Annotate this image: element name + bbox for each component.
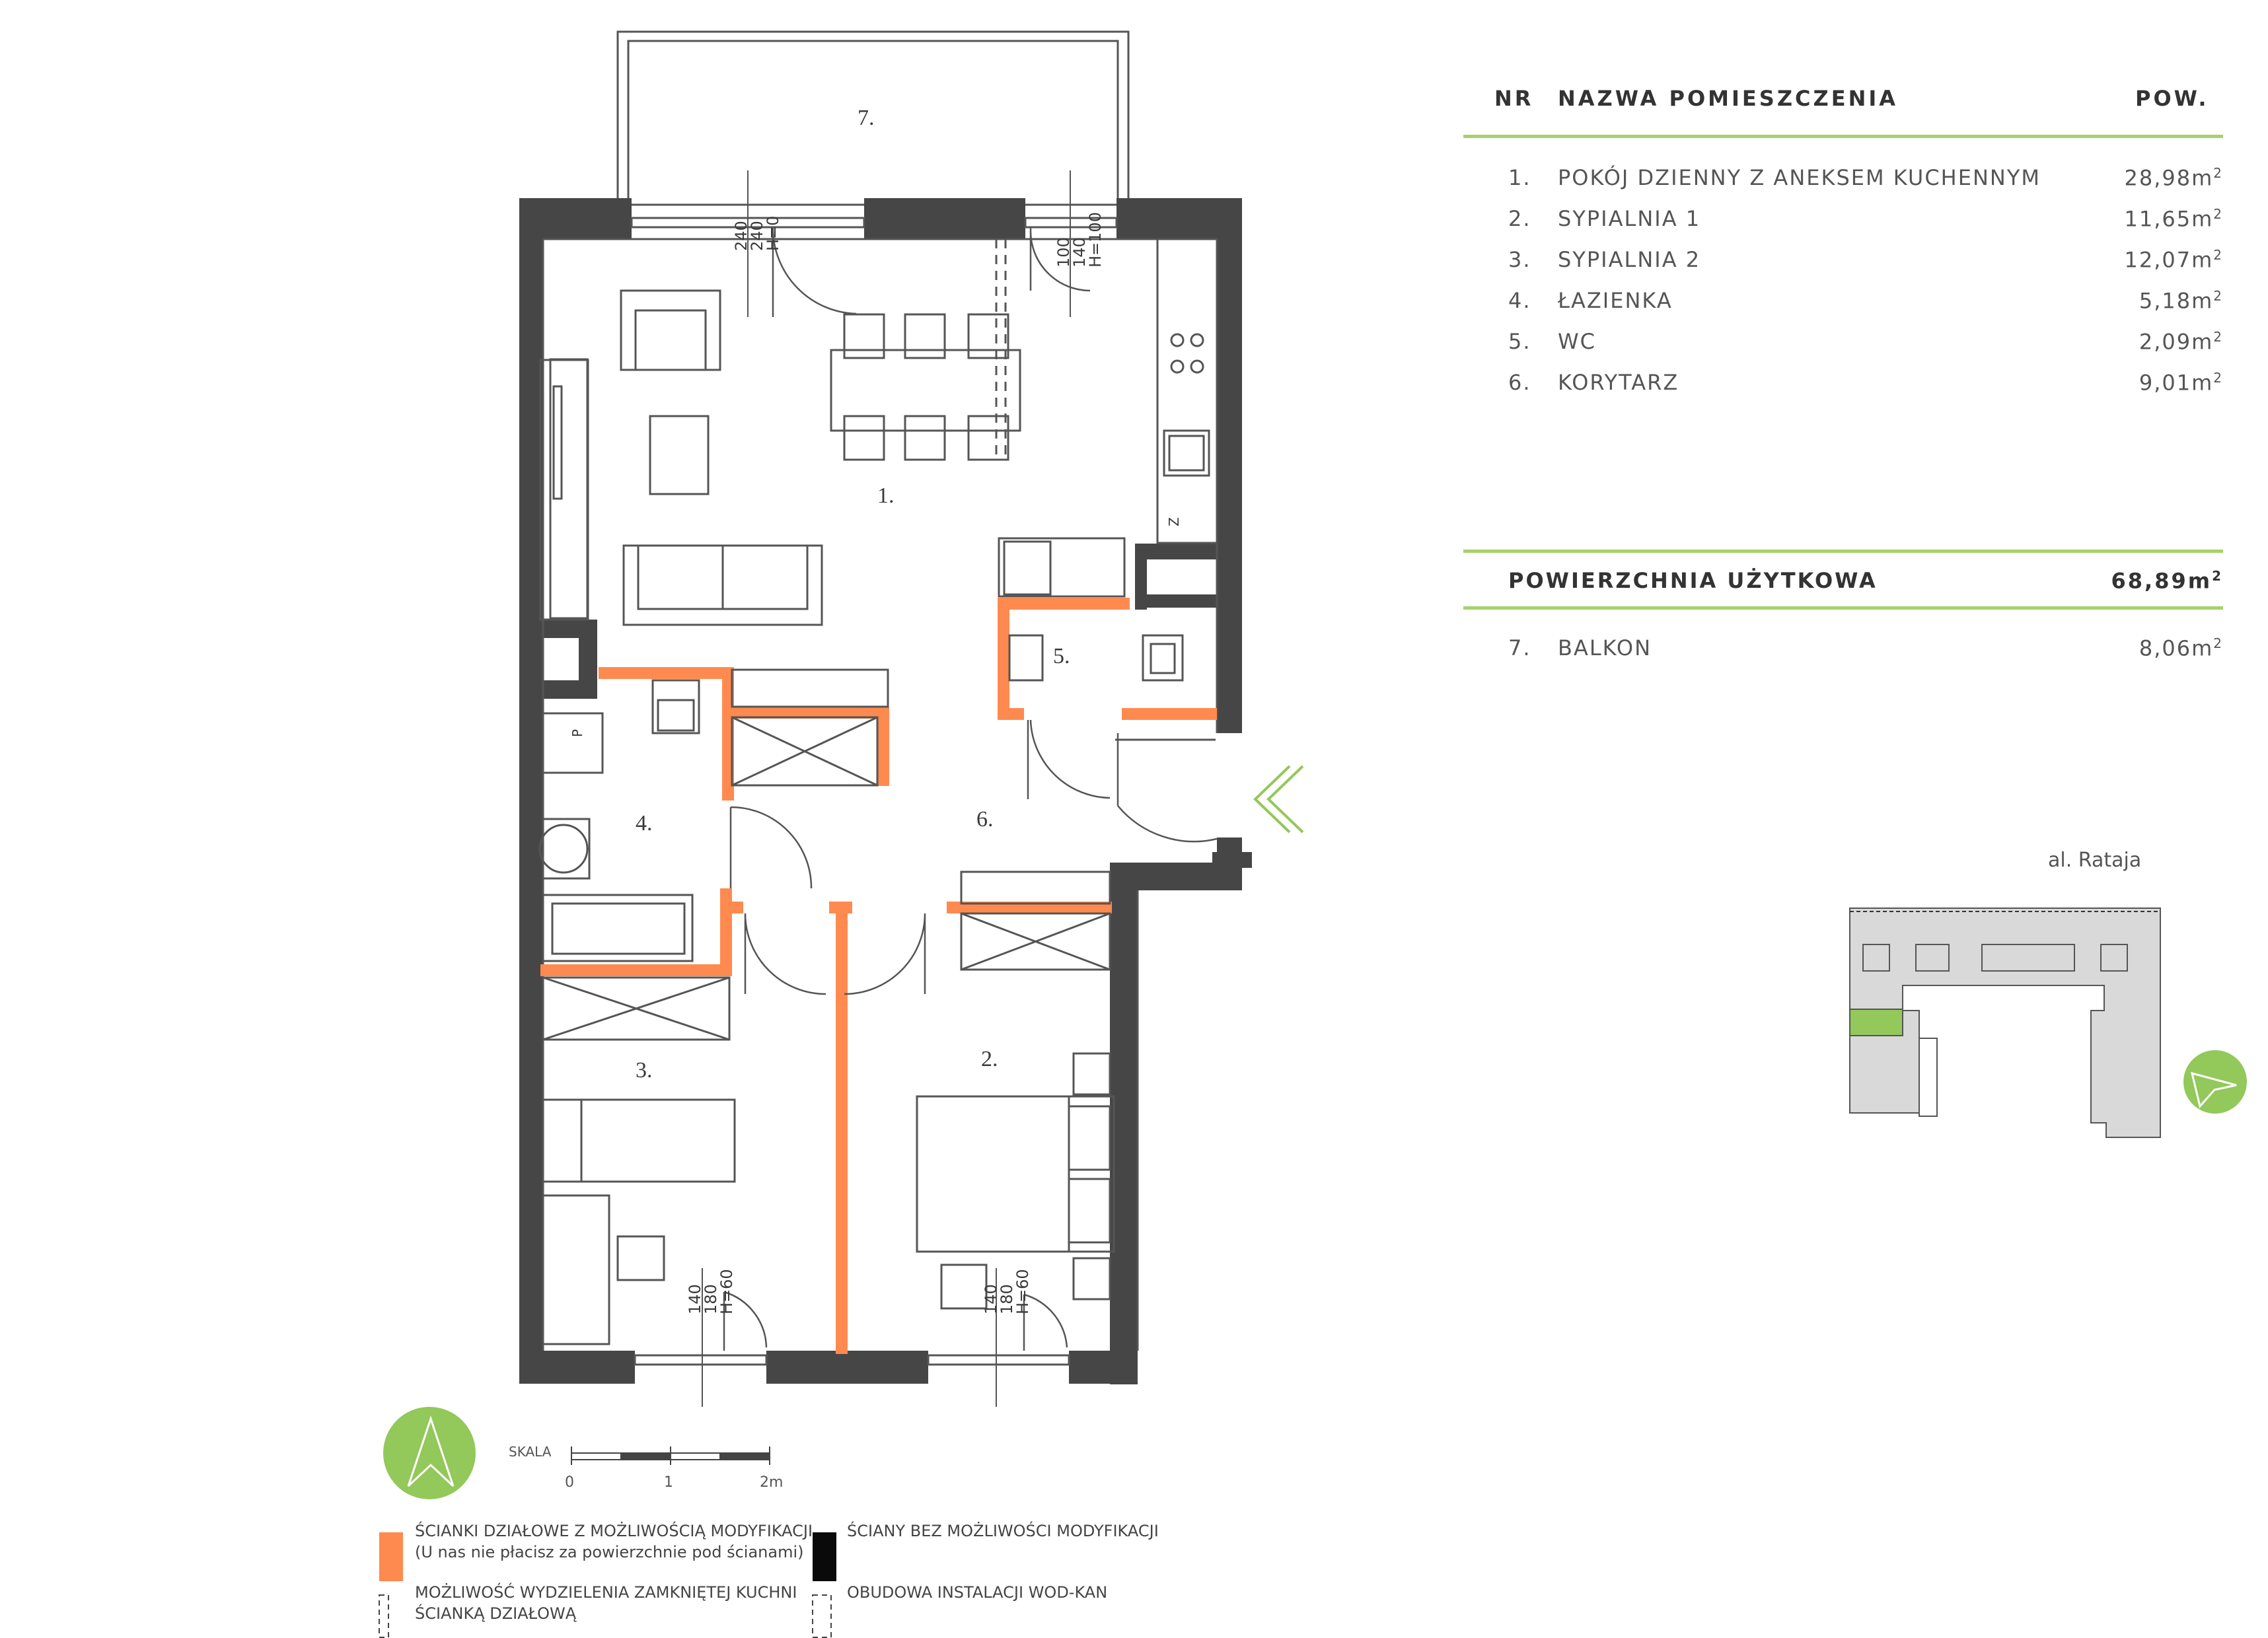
col-header-area: POW. bbox=[2135, 86, 2209, 111]
col-header-name: NAZWA POMIESZCZENIA bbox=[1558, 86, 1899, 111]
scale-tick-0: 0 bbox=[565, 1474, 574, 1491]
movable-partitions bbox=[540, 598, 1217, 1354]
dimension-lines bbox=[702, 170, 1071, 1407]
fridge-label: Z bbox=[1165, 517, 1182, 526]
room-label-5: 5. bbox=[1053, 644, 1070, 668]
site-plan bbox=[1849, 908, 2161, 1138]
balcony-row: 7. BALKON 8,06m2 bbox=[1508, 635, 2223, 661]
kitchen-dashed-line bbox=[995, 239, 1007, 456]
usable-top-divider bbox=[1463, 550, 2223, 553]
legend-black: ŚCIANY BEZ MOŻLIWOŚCI MODYFIKACJI bbox=[847, 1522, 1159, 1540]
room-row: 5. WC 2,09m2 bbox=[1508, 329, 2223, 355]
col-header-nr: NR bbox=[1494, 86, 1534, 111]
window-dims-2: 100 140 H=100 bbox=[1054, 212, 1105, 267]
window-dims-3: 140 180 H=60 bbox=[686, 1269, 736, 1314]
room-row: 1. POKÓJ DZIENNY Z ANEKSEM KUCHENNYM 28,… bbox=[1508, 165, 2223, 191]
scale-tick-1: 1 bbox=[664, 1474, 673, 1491]
usable-area-value: 68,89m2 bbox=[2111, 568, 2223, 594]
usable-bottom-divider bbox=[1463, 606, 2223, 610]
scale-bar bbox=[571, 1446, 770, 1465]
room-label-1: 1. bbox=[877, 483, 895, 508]
scale-tick-2: 2m bbox=[760, 1474, 784, 1491]
structural-walls bbox=[519, 198, 1252, 1384]
room-label-2: 2. bbox=[981, 1047, 998, 1071]
washer-label: P bbox=[569, 729, 586, 738]
room-row: 3. SYPIALNIA 2 12,07m2 bbox=[1508, 247, 2223, 273]
legend-install: OBUDOWA INSTALACJI WOD-KAN bbox=[847, 1583, 1108, 1602]
room-label-3: 3. bbox=[636, 1058, 653, 1083]
room-row: 4. ŁAZIENKA 5,18m2 bbox=[1508, 288, 2223, 314]
furniture bbox=[538, 238, 1218, 1345]
header-divider bbox=[1463, 135, 2223, 138]
legend-kitchen: MOŻLIWOŚĆ WYDZIELENIA ZAMKNIĘTEJ KUCHNI … bbox=[415, 1583, 797, 1623]
window-dims-1: 240 240 H=0 bbox=[732, 215, 782, 251]
usable-area-label: POWIERZCHNIA UŻYTKOWA bbox=[1508, 568, 1878, 593]
window-dims-4: 140 180 H=60 bbox=[982, 1269, 1032, 1314]
site-compass-icon bbox=[2183, 1050, 2247, 1114]
legend-swatches bbox=[379, 1532, 836, 1638]
north-compass-icon bbox=[383, 1407, 476, 1499]
room-label-6: 6. bbox=[976, 807, 994, 832]
room-row: 6. KORYTARZ 9,01m2 bbox=[1508, 370, 2223, 396]
room-row: 2. SYPIALNIA 1 11,65m2 bbox=[1508, 206, 2223, 232]
entrance-arrow-icon bbox=[1253, 765, 1304, 834]
legend-orange: ŚCIANKI DZIAŁOWE Z MOŻLIWOŚCIĄ MODYFIKAC… bbox=[415, 1522, 813, 1561]
street-label: al. Rataja bbox=[2048, 849, 2142, 872]
room-label-7: 7. bbox=[858, 106, 875, 130]
room-label-4: 4. bbox=[636, 811, 653, 836]
doors bbox=[723, 228, 1218, 1351]
scale-label: SKALA bbox=[509, 1444, 552, 1460]
